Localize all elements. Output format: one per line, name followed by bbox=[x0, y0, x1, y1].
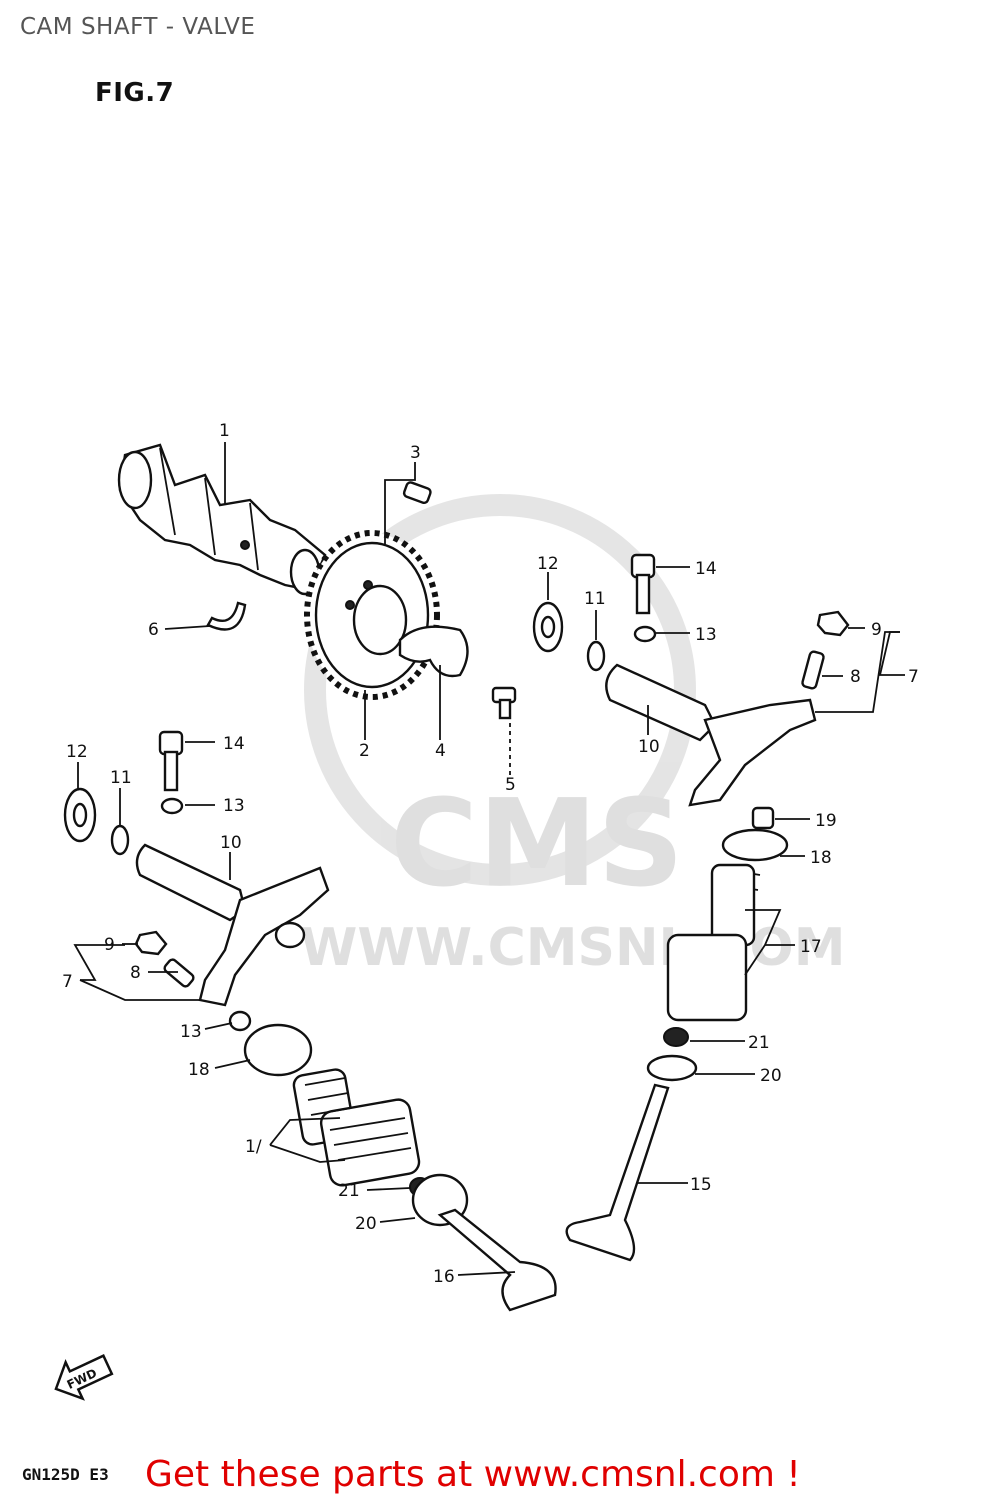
callout-15: 15 bbox=[690, 1175, 712, 1195]
lock-washer-part[interactable] bbox=[398, 625, 469, 678]
valve-seal-13-left-part[interactable] bbox=[228, 1010, 252, 1032]
callout-14-right: 14 bbox=[695, 559, 717, 579]
callout-2: 2 bbox=[359, 741, 370, 761]
callout-5: 5 bbox=[505, 775, 516, 795]
callout-13-left: 13 bbox=[223, 796, 245, 816]
callout-18-left: 18 bbox=[188, 1060, 210, 1080]
watermark-logo-text: CMS bbox=[390, 775, 684, 914]
callout-20-left: 20 bbox=[355, 1214, 377, 1234]
washer-13-left-part[interactable] bbox=[160, 797, 184, 815]
exhaust-valve-15-part[interactable] bbox=[565, 1083, 670, 1262]
callout-11-left: 11 bbox=[110, 768, 132, 788]
callout-1: 1 bbox=[219, 421, 230, 441]
callout-14-left: 14 bbox=[223, 734, 245, 754]
model-code: GN125D E3 bbox=[22, 1465, 109, 1484]
o-ring-11-right-part[interactable] bbox=[586, 640, 606, 672]
callout-4: 4 bbox=[435, 741, 446, 761]
page-title: CAM SHAFT - VALVE bbox=[20, 14, 256, 40]
callout-21-right: 21 bbox=[748, 1033, 770, 1053]
bolt-14-left-part[interactable] bbox=[158, 730, 184, 792]
callout-9-left: 9 bbox=[104, 935, 115, 955]
callout-3: 3 bbox=[410, 443, 421, 463]
bolt-14-right-part[interactable] bbox=[630, 553, 656, 615]
callout-12-right: 12 bbox=[537, 554, 559, 574]
callout-leader-lines bbox=[73, 442, 905, 1276]
cam-sprocket-part[interactable] bbox=[304, 530, 440, 700]
callout-7-right: 7 bbox=[908, 667, 919, 687]
callout-labels: 1 2 3 4 5 6 7 7 8 8 9 9 10 10 11 11 12 1… bbox=[62, 421, 919, 1287]
valve-spring-17-left-part[interactable] bbox=[292, 1068, 421, 1187]
callout-6: 6 bbox=[148, 620, 159, 640]
figure-label: FIG.7 bbox=[95, 78, 175, 108]
callout-19: 19 bbox=[815, 811, 837, 831]
callout-12-left: 12 bbox=[66, 742, 88, 762]
adjuster-screw-8-right-part[interactable] bbox=[801, 650, 825, 690]
washer-13-right-part[interactable] bbox=[633, 625, 657, 643]
callout-13-right: 13 bbox=[695, 625, 717, 645]
lock-nut-9-left-part[interactable] bbox=[134, 930, 168, 956]
callout-8-left: 8 bbox=[130, 963, 141, 983]
callout-21-left: 21 bbox=[338, 1181, 360, 1201]
callout-11-right: 11 bbox=[584, 589, 606, 609]
camshaft-pin-part[interactable] bbox=[206, 601, 247, 631]
callout-16: 16 bbox=[433, 1267, 455, 1287]
lock-nut-9-right-part[interactable] bbox=[816, 610, 850, 637]
valve-spring-17-right-part[interactable] bbox=[666, 863, 761, 1022]
dowel-pin-part[interactable] bbox=[402, 481, 432, 505]
callout-9-right: 9 bbox=[871, 620, 882, 640]
o-ring-11-left-part[interactable] bbox=[110, 824, 130, 856]
callout-20-right: 20 bbox=[760, 1066, 782, 1086]
rocker-shaft-10-left-part[interactable] bbox=[135, 843, 247, 922]
valve-seal-19-part[interactable] bbox=[751, 806, 775, 830]
camshaft-part[interactable] bbox=[117, 443, 327, 596]
callout-17-right: 17 bbox=[800, 937, 822, 957]
sprocket-bolt-part[interactable] bbox=[491, 686, 517, 720]
callout-18-right: 18 bbox=[810, 848, 832, 868]
spring-retainer-18-left-part[interactable] bbox=[243, 1023, 313, 1077]
rocker-shaft-10-right-part[interactable] bbox=[605, 663, 717, 742]
spring-seat-20-right-part[interactable] bbox=[646, 1054, 698, 1082]
intake-valve-16-part[interactable] bbox=[437, 1208, 557, 1312]
valve-cotter-21-right-part[interactable] bbox=[663, 1027, 689, 1047]
callout-8-right: 8 bbox=[850, 667, 861, 687]
callout-10-right: 10 bbox=[638, 737, 660, 757]
get-parts-link[interactable]: Get these parts at www.cmsnl.com ! bbox=[145, 1454, 801, 1495]
forward-arrow-icon: FWD bbox=[54, 1354, 114, 1401]
callout-7-left: 7 bbox=[62, 972, 73, 992]
callout-10-left: 10 bbox=[220, 833, 242, 853]
callout-17-left: 1/ bbox=[245, 1137, 262, 1157]
spring-retainer-18-right-part[interactable] bbox=[721, 828, 789, 862]
rocker-arm-7-left-part[interactable] bbox=[198, 866, 330, 1007]
callout-13-valve: 13 bbox=[180, 1022, 202, 1042]
adjuster-screw-8-left-part[interactable] bbox=[163, 958, 195, 988]
rocker-arm-7-right-part[interactable] bbox=[688, 698, 817, 807]
